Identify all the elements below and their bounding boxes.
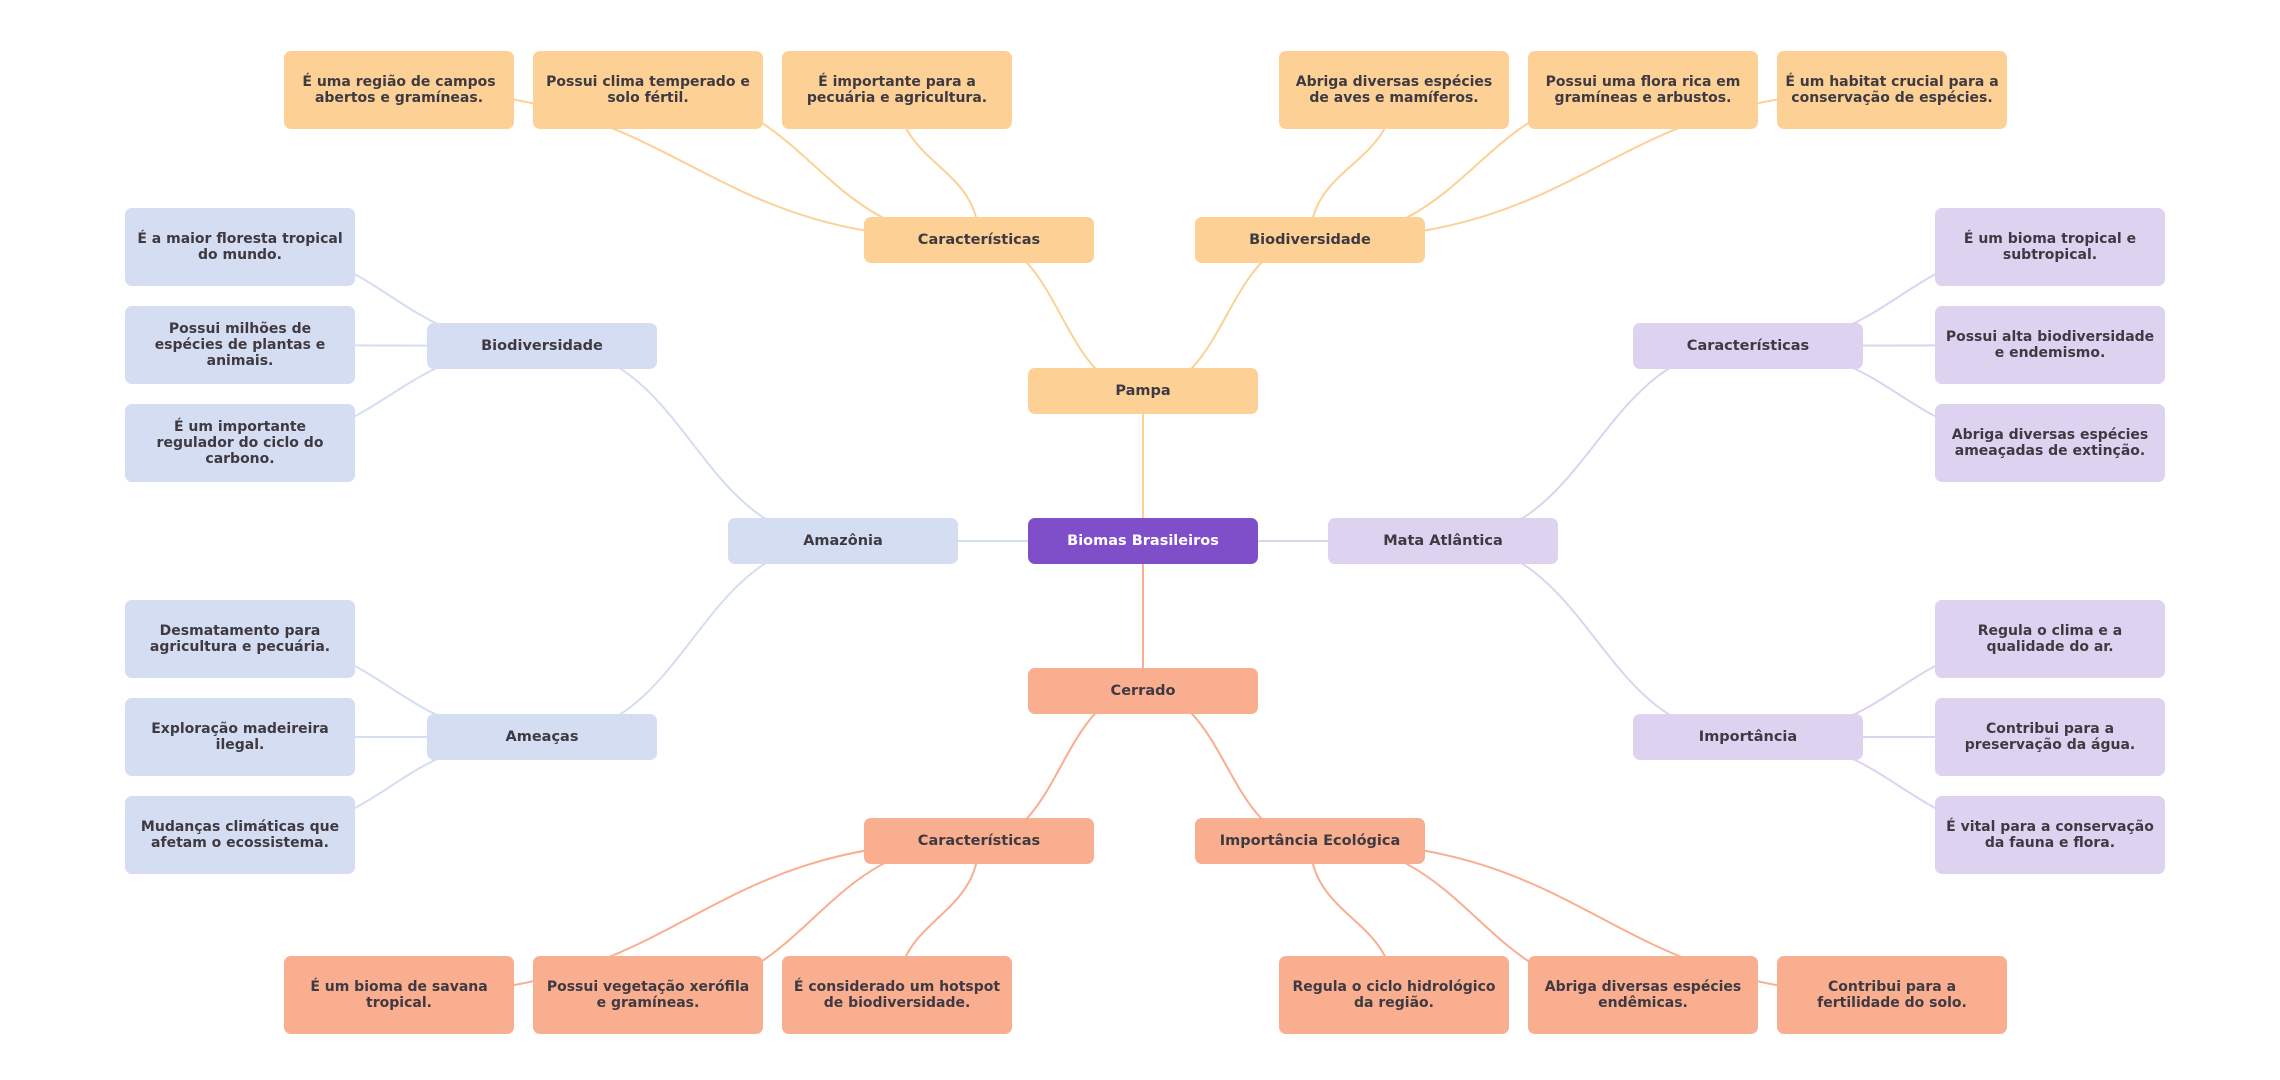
leaf-node[interactable]: Possui alta biodiversidade e endemismo. — [1935, 306, 2165, 384]
subtopic-node-cerrado-importancia[interactable]: Importância Ecológica — [1195, 818, 1425, 864]
leaf-node[interactable]: Abriga diversas espécies de aves e mamíf… — [1279, 51, 1509, 129]
root-node[interactable]: Biomas Brasileiros — [1028, 518, 1258, 564]
leaf-node[interactable]: Regula o ciclo hidrológico da região. — [1279, 956, 1509, 1034]
leaf-node[interactable]: Contribui para a fertilidade do solo. — [1777, 956, 2007, 1034]
leaf-node[interactable]: É considerado um hotspot de biodiversida… — [782, 956, 1012, 1034]
leaf-node[interactable]: É uma região de campos abertos e gramíne… — [284, 51, 514, 129]
branch-node-amazonia[interactable]: Amazônia — [728, 518, 958, 564]
leaf-node[interactable]: Abriga diversas espécies ameaçadas de ex… — [1935, 404, 2165, 482]
leaf-node[interactable]: É importante para a pecuária e agricultu… — [782, 51, 1012, 129]
subtopic-node-pampa-caracteristicas[interactable]: Características — [864, 217, 1094, 263]
connector-n-mata-n-mata-imp — [1442, 540, 1749, 738]
branch-node-mata-atlantica[interactable]: Mata Atlântica — [1328, 518, 1558, 564]
connector-n-amazonia-n-amaz-ame — [541, 540, 844, 738]
leaf-node[interactable]: Possui uma flora rica em gramíneas e arb… — [1528, 51, 1758, 129]
subtopic-node-amazonia-ameacas[interactable]: Ameaças — [427, 714, 657, 760]
branch-node-cerrado[interactable]: Cerrado — [1028, 668, 1258, 714]
leaf-node[interactable]: É um bioma de savana tropical. — [284, 956, 514, 1034]
subtopic-node-amazonia-biodiversidade[interactable]: Biodiversidade — [427, 323, 657, 369]
leaf-node[interactable]: É vital para a conservação da fauna e fl… — [1935, 796, 2165, 874]
leaf-node[interactable]: Contribui para a preservação da água. — [1935, 698, 2165, 776]
leaf-node[interactable]: É um bioma tropical e subtropical. — [1935, 208, 2165, 286]
leaf-node[interactable]: Abriga diversas espécies endêmicas. — [1528, 956, 1758, 1034]
leaf-node[interactable]: É um importante regulador do ciclo do ca… — [125, 404, 355, 482]
leaf-node[interactable]: Mudanças climáticas que afetam o ecossis… — [125, 796, 355, 874]
branch-node-pampa[interactable]: Pampa — [1028, 368, 1258, 414]
subtopic-node-pampa-biodiversidade[interactable]: Biodiversidade — [1195, 217, 1425, 263]
leaf-node[interactable]: Desmatamento para agricultura e pecuária… — [125, 600, 355, 678]
leaf-node[interactable]: Regula o clima e a qualidade do ar. — [1935, 600, 2165, 678]
leaf-node[interactable]: Possui clima temperado e solo fértil. — [533, 51, 763, 129]
subtopic-node-cerrado-caracteristicas[interactable]: Características — [864, 818, 1094, 864]
leaf-node[interactable]: Possui vegetação xerófila e gramíneas. — [533, 956, 763, 1034]
connector-n-mata-n-mata-car — [1442, 345, 1749, 542]
subtopic-node-mata-caracteristicas[interactable]: Características — [1633, 323, 1863, 369]
connector-n-amazonia-n-amaz-bio — [541, 345, 844, 542]
leaf-node[interactable]: Possui milhões de espécies de plantas e … — [125, 306, 355, 384]
leaf-node[interactable]: É um habitat crucial para a conservação … — [1777, 51, 2007, 129]
leaf-node[interactable]: É a maior floresta tropical do mundo. — [125, 208, 355, 286]
subtopic-node-mata-importancia[interactable]: Importância — [1633, 714, 1863, 760]
leaf-node[interactable]: Exploração madeireira ilegal. — [125, 698, 355, 776]
